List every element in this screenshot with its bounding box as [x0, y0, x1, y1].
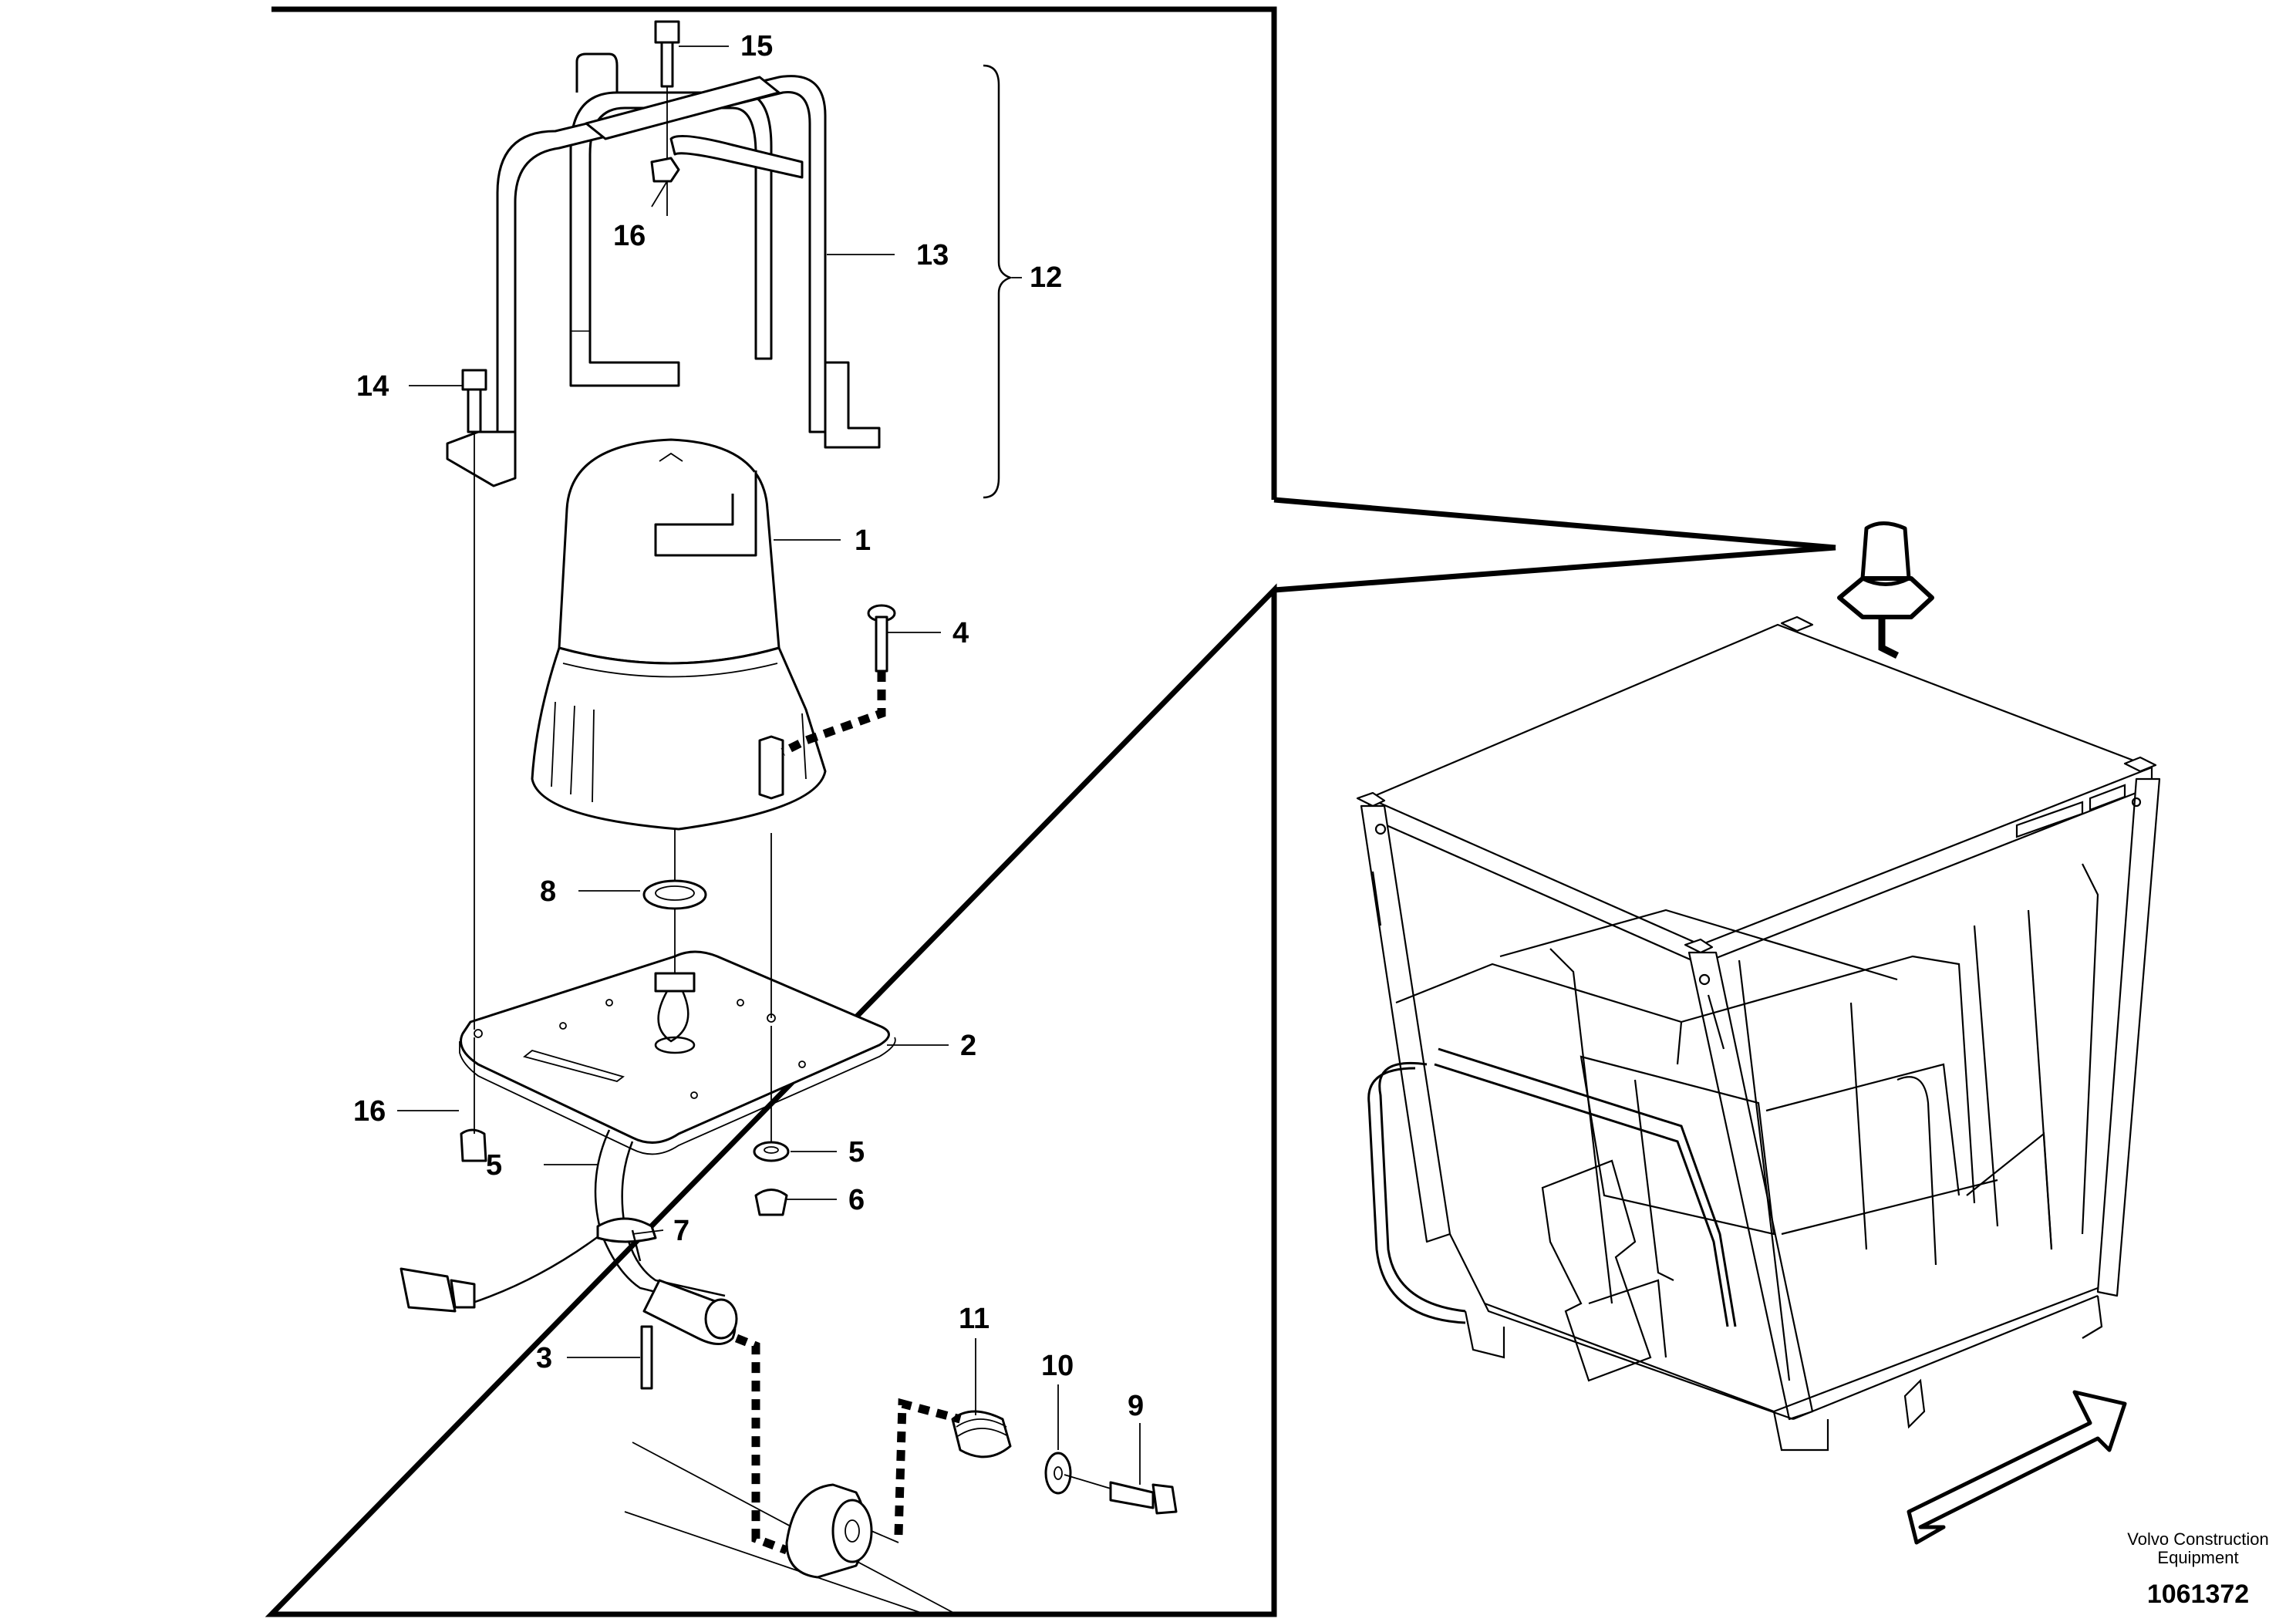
assembly-brace — [983, 64, 1013, 499]
callout-15: 15 — [740, 30, 773, 62]
mounting-plate — [459, 950, 896, 1155]
callout-13: 13 — [916, 239, 949, 271]
callout-10: 10 — [1041, 1350, 1074, 1382]
callout-8: 8 — [540, 875, 556, 908]
cab-overview — [1356, 521, 2161, 1452]
callout-4: 4 — [952, 617, 969, 649]
callout-3: 3 — [536, 1342, 552, 1374]
assembly-dashes — [734, 671, 962, 1555]
pin — [640, 1325, 653, 1390]
direction-arrow — [1907, 1390, 2127, 1545]
mount-bushing — [624, 1442, 957, 1615]
alignment-lines — [474, 86, 772, 1141]
hardware — [460, 20, 1178, 1515]
callout-7: 7 — [673, 1215, 689, 1247]
callout-5-washer: 5 — [848, 1136, 865, 1168]
cable-harness — [400, 1129, 738, 1345]
callout-6: 6 — [848, 1184, 865, 1216]
callout-16-bottom: 16 — [353, 1095, 386, 1128]
callout-5-cable: 5 — [486, 1149, 502, 1182]
callout-2: 2 — [960, 1030, 976, 1062]
callout-12: 12 — [1030, 261, 1062, 294]
brand-line-2: Equipment — [2157, 1548, 2238, 1567]
leader-lines — [397, 46, 1141, 1485]
callout-14: 14 — [356, 370, 389, 403]
detail-frame — [265, 6, 1836, 1617]
brand-block: Volvo Construction Equipment 1061372 — [2127, 1529, 2268, 1609]
document-number: 1061372 — [2147, 1580, 2249, 1609]
callout-11: 11 — [959, 1303, 990, 1335]
beacon-lamp — [531, 438, 827, 831]
callout-labels: 15 16 13 12 14 1 4 8 2 16 5 5 6 7 3 11 1… — [353, 30, 1144, 1422]
callout-16-top: 16 — [613, 220, 646, 252]
callout-9: 9 — [1128, 1390, 1144, 1422]
brand-line-1: Volvo Construction — [2127, 1529, 2268, 1549]
bracket-assembly — [446, 52, 881, 487]
grommet — [642, 879, 707, 910]
callout-1: 1 — [855, 524, 871, 557]
